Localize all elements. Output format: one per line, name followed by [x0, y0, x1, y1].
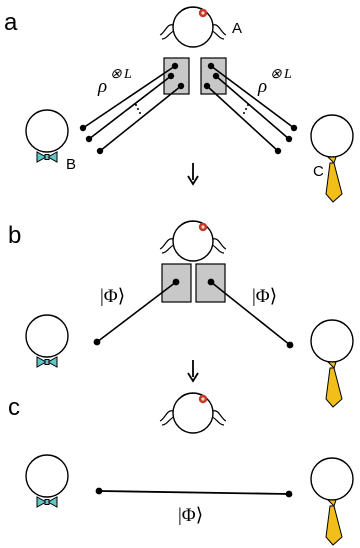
down-arrow-icon [187, 360, 199, 383]
head-with-necktie-icon [310, 457, 354, 546]
svg-text:L: L [123, 67, 132, 82]
head-with-flower-icon [159, 392, 227, 434]
head-with-bowtie-icon [25, 109, 69, 163]
state-endpoints [93, 278, 294, 349]
head-with-necktie-icon [310, 319, 354, 408]
state-endpoint-b [95, 487, 103, 495]
right-rho-label: ρ ⊗ L [257, 67, 292, 97]
svg-text:⊗: ⊗ [110, 67, 122, 82]
left-state-line [96, 281, 177, 343]
svg-text:ρ: ρ [97, 76, 107, 97]
head-with-bowtie-icon [25, 454, 69, 508]
shared-state-label: |Φ⟩ [178, 505, 203, 526]
right-pair-lines [206, 65, 295, 152]
right-ellipsis [243, 104, 249, 114]
panel-a: a A ρ [4, 6, 354, 203]
party-a-label: A [232, 20, 242, 37]
right-pair-endpoints [203, 62, 298, 155]
head-with-necktie-icon [310, 114, 354, 203]
down-arrow-icon [187, 163, 199, 186]
left-pair-lines [82, 65, 182, 152]
left-ellipsis [135, 104, 141, 114]
svg-text:L: L [283, 67, 292, 82]
left-rho-label: ρ ⊗ L [97, 67, 132, 97]
head-with-flower-icon [159, 220, 227, 262]
svg-text:⊗: ⊗ [270, 67, 282, 82]
head-with-bowtie-icon [25, 314, 69, 368]
svg-text:ρ: ρ [257, 76, 267, 97]
left-state-label: |Φ⟩ [100, 286, 125, 307]
right-state-label: |Φ⟩ [252, 286, 277, 307]
panel-c-letter: c [8, 394, 20, 421]
party-c-label: C [313, 163, 324, 180]
panel-b-letter: b [8, 222, 21, 249]
shared-state-line [98, 490, 290, 495]
panel-b: b |Φ⟩ |Φ⟩ [8, 220, 354, 408]
panel-c: c |Φ⟩ [8, 392, 354, 546]
party-b-label: B [66, 156, 76, 173]
head-with-flower-icon [159, 6, 227, 48]
state-endpoint-c [285, 490, 293, 498]
right-state-line [210, 281, 291, 346]
panel-a-letter: a [4, 9, 18, 36]
left-pair-endpoints [79, 62, 185, 155]
